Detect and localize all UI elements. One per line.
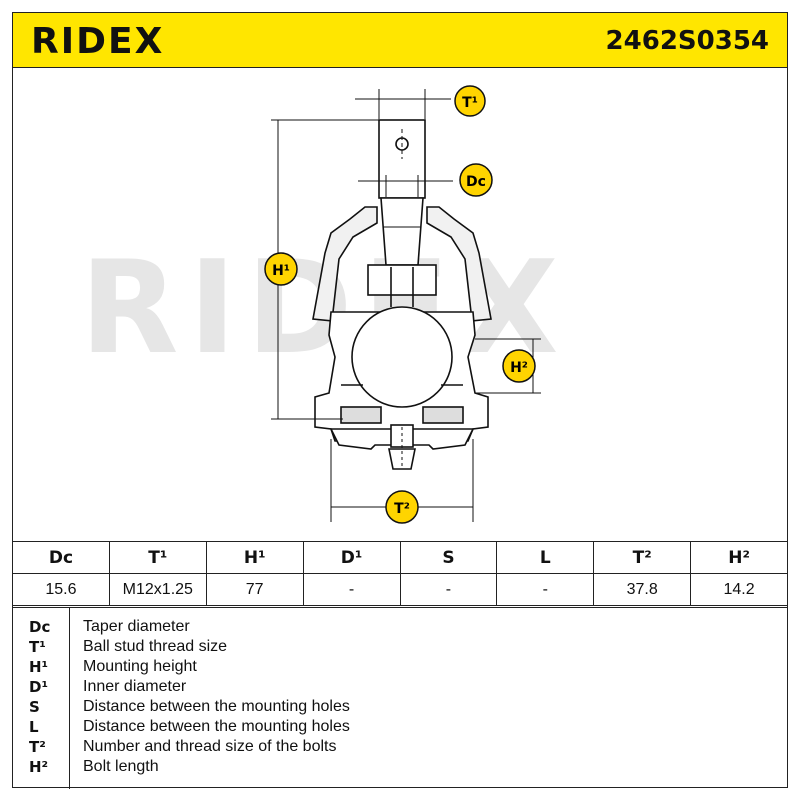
legend-key: L bbox=[29, 718, 39, 736]
brand-logo: RIDEX bbox=[31, 21, 165, 62]
ball-joint-drawing: RIDEX bbox=[80, 85, 559, 524]
value-d1: - bbox=[302, 573, 401, 606]
legend-text: Number and thread size of the bolts bbox=[83, 738, 337, 755]
legend-key: T² bbox=[29, 738, 46, 756]
legend: Dc Taper diameter T¹ Ball stud thread si… bbox=[12, 607, 788, 789]
legend-text: Distance between the mounting holes bbox=[83, 718, 350, 735]
legend-key: S bbox=[29, 698, 40, 716]
value-s: - bbox=[399, 573, 498, 606]
legend-item: Dc Taper diameter bbox=[12, 618, 788, 638]
legend-item: T¹ Ball stud thread size bbox=[12, 638, 788, 658]
spec-table: Dc T¹ H¹ D¹ S L T² H² 15.6 M12x1.25 77 -… bbox=[12, 541, 788, 606]
col-header-h1: H¹ bbox=[205, 541, 304, 574]
label-t1: T¹ bbox=[454, 85, 486, 117]
value-l: - bbox=[496, 573, 595, 606]
col-header-s: S bbox=[399, 541, 498, 574]
col-header-dc: Dc bbox=[12, 541, 110, 574]
legend-item: D¹ Inner diameter bbox=[12, 678, 788, 698]
technical-drawing: RIDEX bbox=[13, 67, 787, 541]
legend-text: Bolt length bbox=[83, 758, 159, 775]
legend-text: Taper diameter bbox=[83, 618, 190, 635]
label-dc: Dc bbox=[459, 163, 493, 197]
legend-divider bbox=[69, 608, 70, 789]
spec-value-row: 15.6 M12x1.25 77 - - - 37.8 14.2 bbox=[12, 573, 788, 606]
legend-text: Distance between the mounting holes bbox=[83, 698, 350, 715]
svg-text:H¹: H¹ bbox=[272, 263, 290, 279]
legend-text: Inner diameter bbox=[83, 678, 187, 695]
legend-key: H² bbox=[29, 758, 49, 776]
legend-item: L Distance between the mounting holes bbox=[12, 718, 788, 738]
svg-text:T¹: T¹ bbox=[462, 95, 478, 111]
svg-text:Dc: Dc bbox=[466, 174, 486, 190]
legend-item: H² Bolt length bbox=[12, 758, 788, 778]
part-number: 2462S0354 bbox=[605, 26, 769, 56]
legend-key: T¹ bbox=[29, 638, 46, 656]
legend-item: T² Number and thread size of the bolts bbox=[12, 738, 788, 758]
spec-header-row: Dc T¹ H¹ D¹ S L T² H² bbox=[12, 541, 788, 574]
svg-text:T²: T² bbox=[394, 501, 410, 517]
legend-text: Mounting height bbox=[83, 658, 197, 675]
legend-key: Dc bbox=[29, 618, 51, 636]
col-header-d1: D¹ bbox=[302, 541, 401, 574]
col-header-t1: T¹ bbox=[108, 541, 207, 574]
col-header-t2: T² bbox=[593, 541, 692, 574]
legend-text: Ball stud thread size bbox=[83, 638, 228, 655]
value-h1: 77 bbox=[205, 573, 304, 606]
col-header-h2: H² bbox=[690, 541, 788, 574]
legend-item: H¹ Mounting height bbox=[12, 658, 788, 678]
col-header-l: L bbox=[496, 541, 595, 574]
value-t2: 37.8 bbox=[593, 573, 692, 606]
label-h1: H¹ bbox=[264, 252, 298, 286]
value-dc: 15.6 bbox=[12, 573, 110, 606]
legend-key: D¹ bbox=[29, 678, 49, 696]
label-t2: T² bbox=[385, 490, 419, 524]
legend-item: S Distance between the mounting holes bbox=[12, 698, 788, 718]
label-h2: H² bbox=[502, 349, 536, 383]
legend-key: H¹ bbox=[29, 658, 49, 676]
value-h2: 14.2 bbox=[690, 573, 788, 606]
page-frame bbox=[12, 12, 788, 788]
part-outline bbox=[312, 119, 492, 470]
value-t1: M12x1.25 bbox=[108, 573, 207, 606]
svg-text:H²: H² bbox=[510, 360, 528, 376]
header-bar: RIDEX 2462S0354 bbox=[13, 13, 787, 68]
